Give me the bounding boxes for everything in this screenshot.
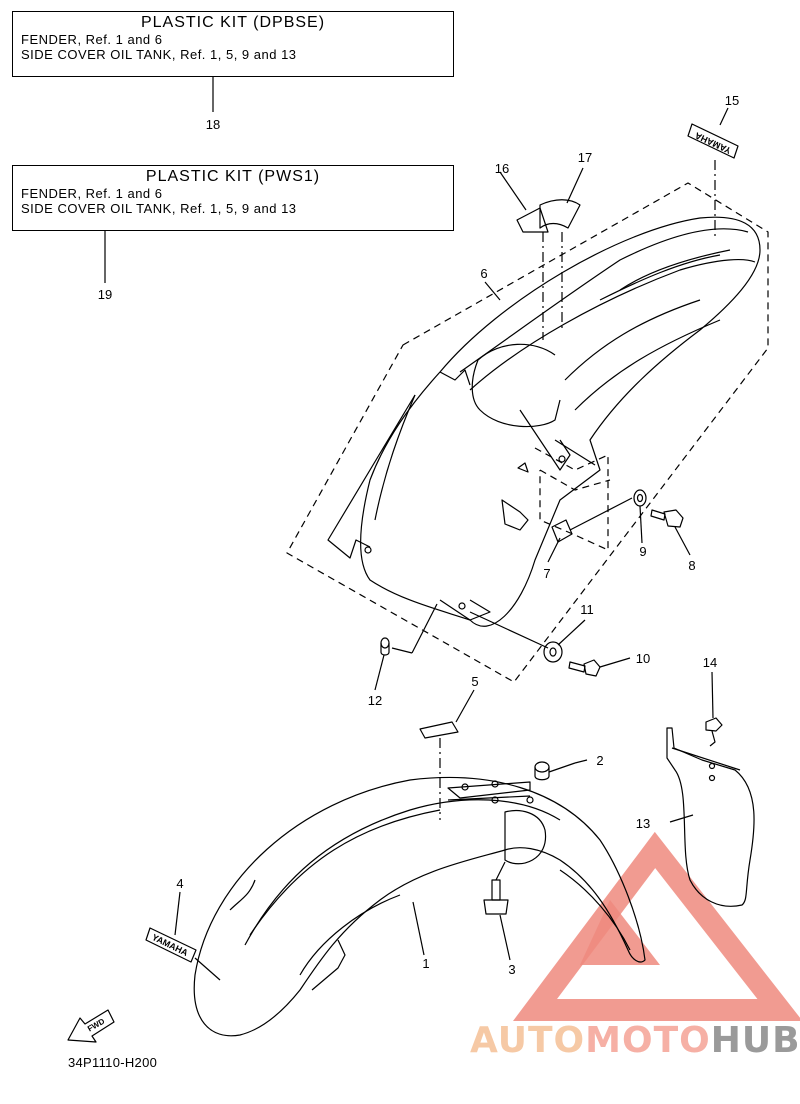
diagram-code: 34P1110-H200 [68,1055,158,1070]
part-9-washer [633,489,647,507]
part-7-nut [551,519,573,543]
callout-7: 7 [543,566,550,581]
watermark-part1: AUTO [470,1020,586,1061]
part-10-bolt [568,659,601,677]
callout-2: 2 [596,753,603,768]
callout-15: 15 [725,93,739,108]
watermark-part3: HUB [710,1020,800,1061]
kit-line: SIDE COVER OIL TANK, Ref. 1, 5, 9 and 13 [21,201,297,216]
callout-10: 10 [636,651,650,666]
callout-9: 9 [639,544,646,559]
kit-box-pws1: PLASTIC KIT (PWS1) FENDER, Ref. 1 and 6 … [12,165,454,231]
watermark-part2: MOTO [585,1020,711,1061]
callout-3: 3 [508,962,515,977]
callout-12: 12 [368,693,382,708]
callout-1: 1 [422,956,429,971]
rear-fender [327,216,761,627]
kit-line: FENDER, Ref. 1 and 6 [21,186,163,201]
part-14-screw [705,717,723,747]
watermark-logo: AUTOMOTOHUB [470,1020,800,1061]
part-8-bolt [650,509,684,528]
kit-box-dpbse: PLASTIC KIT (DPBSE) FENDER, Ref. 1 and 6… [12,11,454,77]
decal-4 [145,927,197,963]
kit-title: PLASTIC KIT (DPBSE) [140,14,326,31]
decal-16 [516,207,549,233]
kit-line: FENDER, Ref. 1 and 6 [21,32,163,47]
callout-6: 6 [480,266,487,281]
callout-11: 11 [580,602,594,617]
fwd-arrow-icon [67,1009,115,1043]
kit-line: SIDE COVER OIL TANK, Ref. 1, 5, 9 and 13 [21,47,297,62]
callout-14: 14 [703,655,717,670]
decal-17 [539,199,581,229]
part-11-washer [543,641,563,663]
callout-4: 4 [176,876,183,891]
callout-13: 13 [636,816,650,831]
callout-8: 8 [688,558,695,573]
part-3-bolt [483,879,509,915]
part-2-grommet [534,761,550,781]
callout-19: 19 [98,287,112,302]
decal-15 [687,123,739,159]
callout-16: 16 [495,161,509,176]
front-fender [193,777,646,1037]
watermark-triangle [513,831,800,1021]
callout-18: 18 [206,117,220,132]
callout-17: 17 [578,150,592,165]
part-12-grommet [380,637,390,656]
rear-fender-dashed-boundary [286,182,769,683]
callout-5: 5 [471,674,478,689]
callout-labels: 18 19 1 2 3 4 5 6 7 8 9 10 11 12 13 14 1… [98,93,739,977]
kit-title: PLASTIC KIT (PWS1) [145,168,321,185]
part-13-side-cover [666,727,755,907]
decal-5 [419,721,459,739]
fwd-text: FWD [86,1017,106,1034]
